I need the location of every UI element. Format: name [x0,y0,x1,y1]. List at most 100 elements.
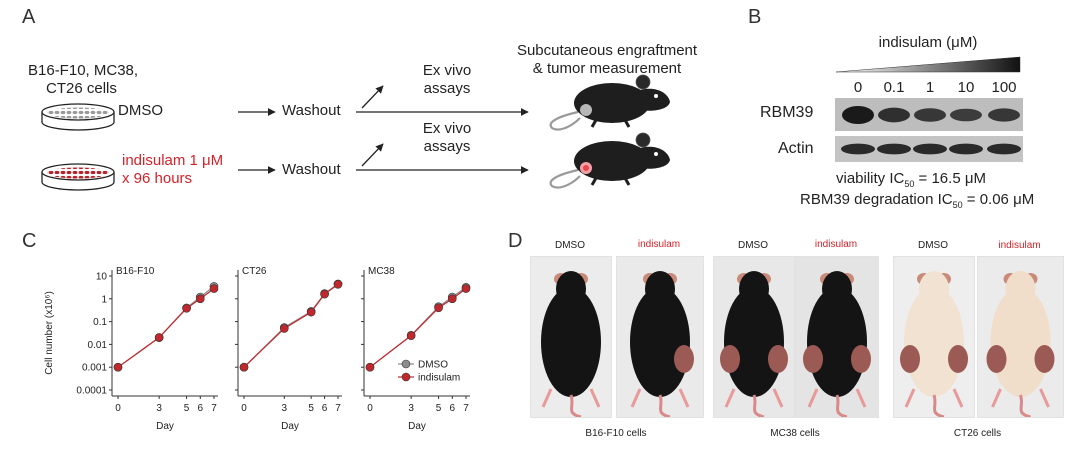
photo-label-indisulam: indisulam [637,239,681,250]
point-indisulam [461,284,471,293]
point-indisulam [447,294,457,304]
point-indisulam [320,289,329,299]
actin-band [841,143,875,155]
point-indisulam [333,280,343,289]
chart-title: CT26 [242,266,267,277]
rbm39-band [914,108,946,122]
point-indisulam [154,333,164,342]
actin-band [949,143,983,155]
rbm39-row-label: RBM39 [760,104,814,121]
y-tick-label: 0.0001 [76,386,107,397]
mouse-photo-indisulam [795,256,879,418]
arrow-to-exvivo-top [361,85,384,109]
legend-marker [401,372,411,382]
dose-label: 0.1 [884,79,905,96]
panel-a-letter: A [22,6,36,28]
x-tick-label: 7 [335,403,341,414]
x-tick-label: 3 [408,403,414,414]
x-tick-label: 0 [241,403,247,414]
point-indisulam [306,307,316,317]
x-tick-label: 0 [115,403,121,414]
rbm39-band [878,107,910,123]
x-tick-label: 3 [156,403,162,414]
legend-marker [401,359,411,369]
photo-label-indisulam: indisulam [814,239,858,250]
x-tick-label: 5 [436,403,442,414]
point-indisulam [239,362,249,372]
rbm39-band [988,108,1020,122]
x-tick-label: 0 [367,403,373,414]
mouse-silhouette-icon [986,271,1055,417]
mouse-silhouette-icon [541,271,601,417]
chart-title: B16-F10 [116,266,155,277]
photo-label-dmso: DMSO [918,240,948,251]
rbm39-band [842,106,874,124]
mouse-silhouette-icon [803,271,871,417]
x-axis-label: Day [281,421,299,432]
point-indisulam [195,294,205,304]
x-axis-label: Day [156,421,174,432]
photo-caption: MC38 cells [770,428,820,439]
actin-band [987,143,1021,155]
dose-label: 10 [958,79,975,96]
chart-title: MC38 [368,266,395,277]
legend-label: DMSO [418,360,448,371]
rbm39-bands [842,106,1020,124]
panel-a-schematic [41,74,670,191]
panel-c-letter: C [22,230,37,252]
mouse-silhouette-icon [630,271,694,417]
point-indisulam [365,362,375,372]
dose-wedge-icon [835,56,1021,73]
mouse-photo-indisulam [616,256,704,418]
point-indisulam [209,284,219,293]
ex-vivo-label-bottom: Ex vivo assays [422,120,472,155]
actin-bands [841,143,1021,155]
point-indisulam [434,303,443,313]
indisulam-treatment-label: indisulam 1 μM x 96 hours [122,152,224,187]
petri-dish-indisulam-icon [41,163,115,191]
dose-label: 0 [854,79,862,96]
dose-label: 1 [926,79,934,96]
mouse-photo-dmso [893,256,975,418]
x-tick-label: 6 [450,403,456,414]
panel-d-letter: D [508,230,523,252]
y-tick-label: 1 [101,294,107,305]
ex-vivo-label-top: Ex vivo assays [422,62,472,97]
y-tick-label: 10 [96,272,108,283]
y-axis-label: Cell number (x10⁶) [44,291,55,375]
x-tick-label: 5 [184,403,190,414]
washout-label-top: Washout [282,102,341,119]
photo-label-dmso: DMSO [738,240,768,251]
actin-row-label: Actin [778,140,814,157]
x-tick-label: 6 [322,403,328,414]
point-indisulam [113,362,123,372]
engraftment-label: Subcutaneous engraftment & tumor measure… [516,42,698,77]
photo-label-dmso: DMSO [555,240,585,251]
x-tick-label: 7 [211,403,217,414]
photo-caption: CT26 cells [953,428,1002,439]
viability-ic50: viability IC50 = 16.5 μM [836,170,986,189]
mouse-indisulam-icon [549,132,670,189]
mouse-dmso-icon [549,74,670,131]
indisulam-dose-title: indisulam (μM) [878,34,978,51]
washout-label-bottom: Washout [282,161,341,178]
rbm39-band [950,108,982,122]
legend-label: indisulam [418,373,460,384]
x-tick-label: 5 [308,403,314,414]
point-indisulam [182,304,191,313]
x-axis-label: Day [408,421,426,432]
mouse-photo-indisulam [977,256,1064,418]
actin-band [877,143,911,155]
y-tick-label: 0.01 [88,340,108,351]
cell-lines-label: B16-F10, MC38, CT26 cells [28,62,139,97]
arrow-to-exvivo-bottom [361,143,384,167]
x-tick-label: 3 [282,403,288,414]
point-indisulam [406,331,416,341]
mouse-photo-dmso [713,256,795,418]
photo-label-indisulam: indisulam [998,240,1041,251]
growth-curves: Cell number (x10⁶)1010.10.010.0010.00010… [44,266,471,432]
